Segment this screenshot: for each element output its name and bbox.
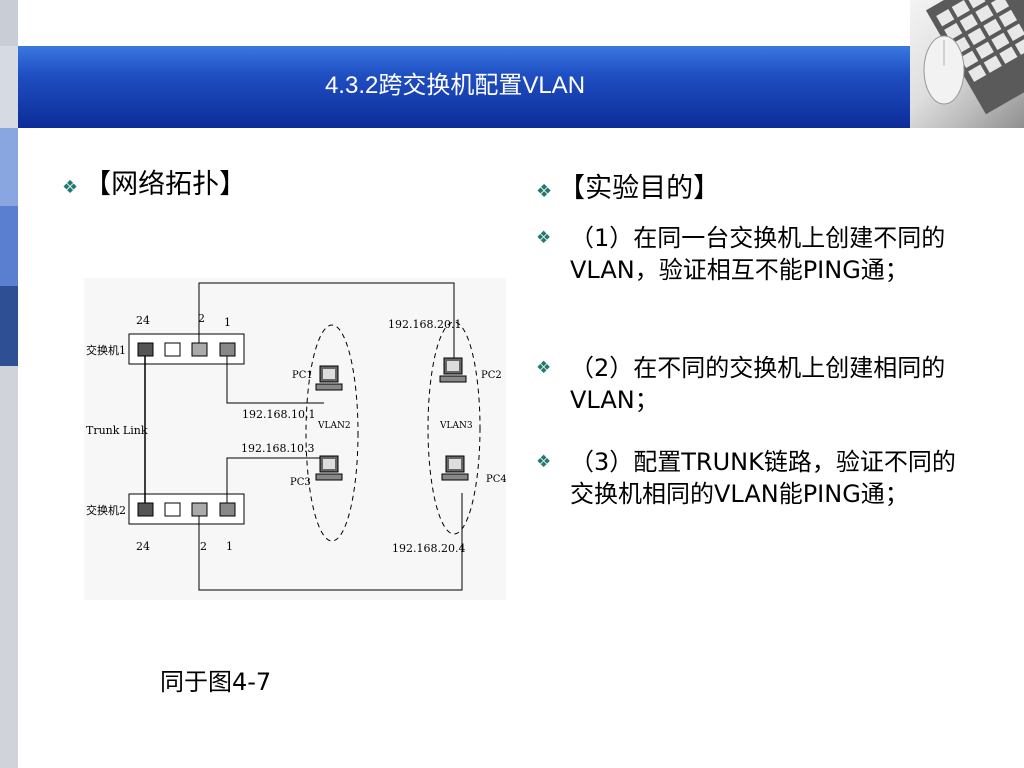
network-topology-diagram: 交换机1 24 2 1 交换机2 24 2 1 Trunk Link VLAN2…	[84, 278, 506, 600]
vlan3-group	[427, 321, 481, 535]
trunk-link-label: Trunk Link	[86, 424, 148, 437]
purpose-item: ❖ （1）在同一台交换机上创建不同的VLAN，验证相互不能PING通；	[536, 224, 946, 284]
title-bar	[18, 46, 910, 128]
diamond-bullet-icon: ❖	[536, 228, 552, 248]
left-strip-segment	[0, 286, 18, 366]
left-strip-segment	[0, 206, 18, 286]
switch1-port24-label: 24	[136, 314, 150, 327]
ip-pc2-label: 192.168.20.1	[388, 318, 461, 331]
ip-pc1-label: 192.168.10.1	[242, 408, 315, 421]
pc2-label: PC2	[481, 370, 502, 381]
left-strip-segment	[0, 366, 18, 768]
pc3-label: PC3	[290, 477, 311, 488]
purpose-item: ❖ （2）在不同的交换机上创建相同的VLAN；	[536, 354, 946, 414]
pc4-label: PC4	[486, 474, 506, 485]
switch2-port2-label: 2	[200, 540, 207, 553]
diamond-bullet-icon: ❖	[536, 181, 553, 202]
topology-heading: ❖【网络拓扑】	[62, 169, 247, 200]
pc1-label: PC1	[292, 370, 313, 381]
purpose-item: ❖ （3）配置TRUNK链路，验证不同的交换机相同的VLAN能PING通；	[536, 448, 956, 508]
switch1-port1-label: 1	[224, 316, 231, 329]
slide-title: 4.3.2跨交换机配置VLAN	[324, 72, 586, 99]
switch1-label: 交换机1	[86, 343, 126, 357]
pc4-icon	[441, 455, 469, 481]
pc2-icon	[439, 357, 467, 383]
switch2-port1-label: 1	[226, 540, 233, 553]
keyboard-mouse-photo	[910, 0, 1024, 128]
left-strip-segment	[0, 0, 18, 46]
pc3-icon	[315, 455, 343, 481]
switch1-port2-label: 2	[198, 312, 205, 325]
left-strip-segment	[0, 46, 18, 128]
diamond-bullet-icon: ❖	[536, 452, 552, 472]
ip-pc4-label: 192.168.20.4	[392, 542, 465, 555]
pc1-icon	[315, 365, 343, 391]
figure-caption: 同于图4-7	[160, 668, 272, 696]
left-strip-segment	[0, 128, 18, 206]
ip-pc3-label: 192.168.10.3	[241, 442, 314, 455]
vlan3-label: VLAN3	[439, 421, 473, 431]
purpose-heading: ❖【实验目的】	[536, 173, 721, 204]
diamond-bullet-icon: ❖	[536, 358, 552, 378]
diamond-bullet-icon: ❖	[62, 177, 79, 198]
vlan2-label: VLAN2	[317, 421, 351, 431]
switch2-label: 交换机2	[86, 503, 126, 517]
switch2-port24-label: 24	[136, 540, 150, 553]
vlan2-group	[305, 324, 359, 542]
